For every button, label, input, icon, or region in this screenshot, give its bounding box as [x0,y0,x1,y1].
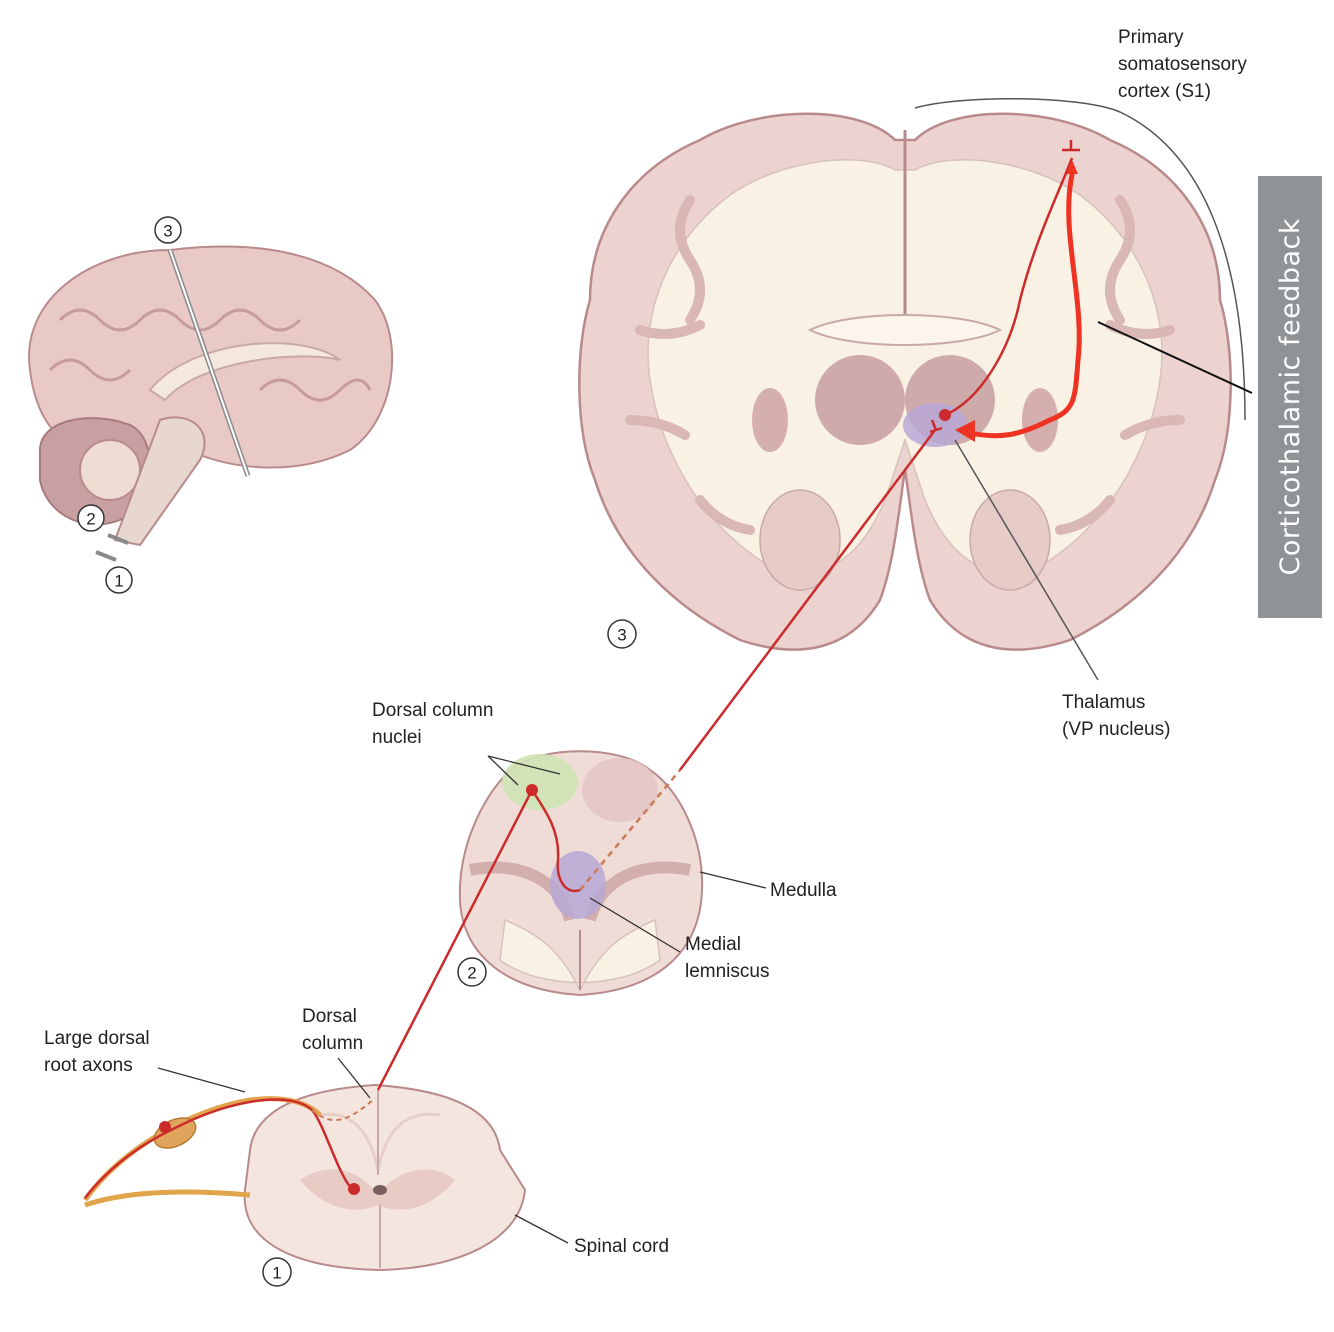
leader-line-dorsal-column [337,1057,371,1099]
label-dorsal-column-nuclei: Dorsal column nuclei [372,700,499,748]
leader-line-medulla [699,871,767,889]
marker-spinal-1: 1 [262,1257,292,1287]
sidebar-label: Corticothalamic feedback [1274,218,1306,576]
feedback-arrowhead-cortex [1066,160,1078,174]
label-thalamus-vp-nucleus: Thalamus (VP nucleus) [1062,692,1170,740]
thalamocortical-axon [944,157,1074,417]
feedback-arrowhead-thalamus [955,420,975,442]
dorsal-column-branch-dashed [311,1097,376,1122]
marker-sagittal-3: 3 [154,216,182,244]
marker-medulla-2: 2 [457,957,487,987]
leader-line-medial-lemniscus [589,897,681,953]
marker-coronal-3: 3 [607,619,637,649]
decussating-axon-dashed [579,769,681,891]
leader-line-thalamus [954,439,1099,681]
s1-bracket [914,97,1246,421]
label-medial-lemniscus: Medial lemniscus [685,934,769,982]
medial-lemniscus-axon [679,429,936,771]
svg-text:2: 2 [467,964,476,983]
leader-line-sidebar [1097,321,1253,394]
leader-line-dorsal-root [157,1067,246,1093]
svg-text:3: 3 [163,222,172,241]
ascending-dorsal-column-axon [376,789,534,1091]
svg-text:3: 3 [617,626,626,645]
svg-text:1: 1 [272,1264,281,1283]
label-spinal-cord: Spinal cord [574,1236,669,1257]
vp-synapse [929,419,943,434]
leader-line-dcn-1 [487,755,519,786]
corticothalamic-feedback-arrow [962,172,1082,439]
drg-soma [159,1121,171,1133]
spinal-cord-section [243,1083,527,1272]
marker-sagittal-1: 1 [105,566,133,594]
leader-line-spinal-cord [514,1214,569,1244]
dorsal-root-axon [84,1098,353,1199]
coronal-brain-section [578,112,1232,651]
vp-neuron-soma [939,409,951,421]
medulla-axon [530,789,581,893]
svg-text:2: 2 [86,510,95,529]
leader-line-dcn-2 [487,755,561,775]
spinal-collateral-soma [348,1183,360,1195]
svg-text:1: 1 [114,572,123,591]
corticothalamic-feedback-sidebar: Corticothalamic feedback [1258,176,1322,618]
label-dorsal-column: Dorsal column [302,1006,363,1054]
marker-sagittal-2: 2 [77,504,105,532]
label-large-dorsal-root-axons: Large dorsal root axons [44,1028,155,1076]
label-medulla: Medulla [770,880,837,901]
s1-synapse [1062,140,1080,152]
label-primary-somatosensory-cortex: Primary somatosensory cortex (S1) [1118,27,1252,102]
sagittal-brain [28,245,394,562]
